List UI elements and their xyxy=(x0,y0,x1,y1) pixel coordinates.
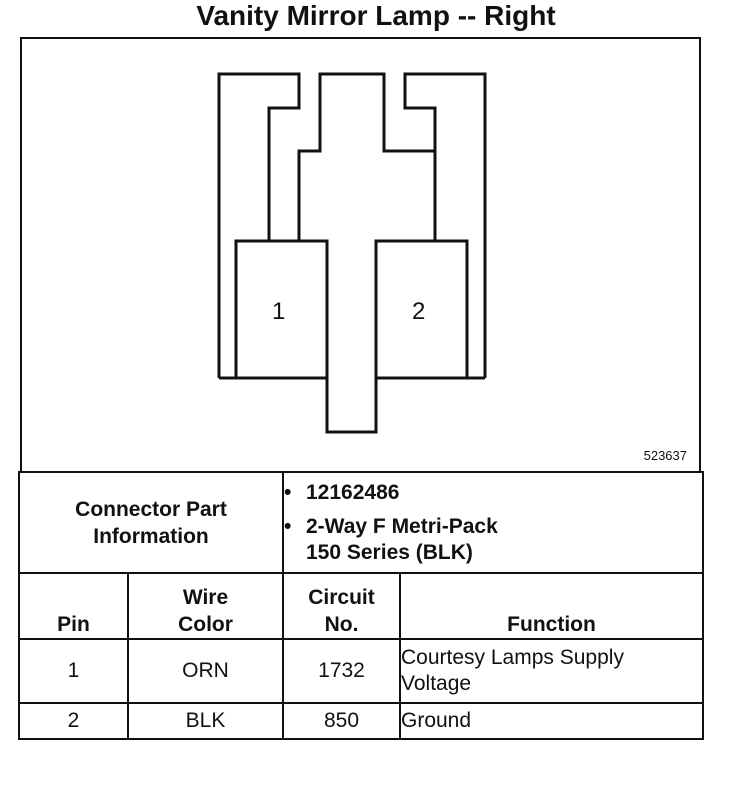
connector-face-drawing xyxy=(217,72,487,434)
page-title: Vanity Mirror Lamp -- Right xyxy=(196,0,556,31)
connector-part-details: 12162486 2-Way F Metri-Pack 150 Series (… xyxy=(282,471,704,574)
row-1-pin: 1 xyxy=(18,638,129,704)
figure-id: 523637 xyxy=(643,448,687,463)
connector-part-row: Connector Part Information 12162486 2-Wa… xyxy=(18,471,704,574)
header-function: Function xyxy=(399,572,704,640)
connector-part-label: Connector Part Information xyxy=(18,471,284,574)
connector-info-table: Connector Part Information 12162486 2-Wa… xyxy=(18,471,704,740)
row-2-circuit: 850 xyxy=(282,702,401,740)
connector-diagram-frame: 1 2 523637 xyxy=(20,37,701,471)
row-1-circuit: 1732 xyxy=(282,638,401,704)
connector-housing-outline-right xyxy=(403,72,487,378)
row-2-function: Ground xyxy=(399,702,704,740)
connector-latch-tab xyxy=(325,241,378,434)
pin-label-1: 1 xyxy=(272,298,286,325)
part-number: 12162486 xyxy=(284,480,702,506)
connector-housing-outline xyxy=(217,72,301,378)
header-pin: Pin xyxy=(18,572,129,640)
row-1-wire-color: ORN xyxy=(127,638,284,704)
row-2-pin: 2 xyxy=(18,702,129,740)
pin-label-2: 2 xyxy=(412,298,426,325)
row-2-wire-color: BLK xyxy=(127,702,284,740)
table-row: 2 BLK 850 Ground xyxy=(18,702,704,740)
connector-description: 2-Way F Metri-Pack 150 Series (BLK) xyxy=(284,514,702,566)
connector-center-key xyxy=(297,72,437,241)
